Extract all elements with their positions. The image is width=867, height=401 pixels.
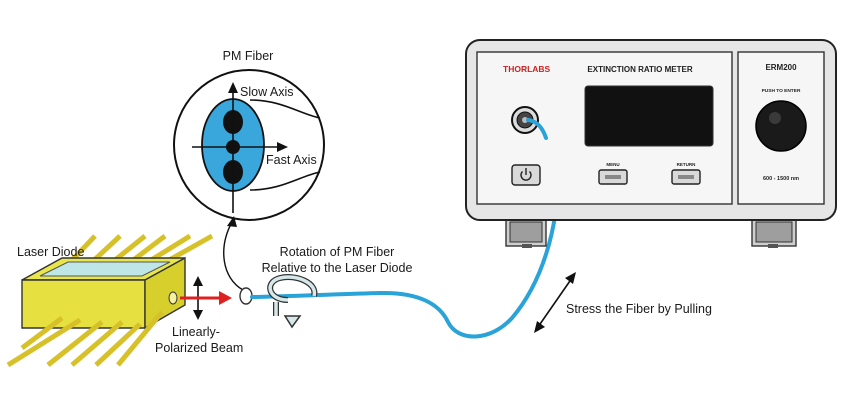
instrument-title: EXTINCTION RATIO METER — [587, 65, 692, 74]
brand-logo: THORLABS — [503, 64, 551, 74]
beam-label-line2: Polarized Beam — [155, 341, 243, 355]
fiber-outline-lower — [249, 171, 321, 191]
pm-fiber-cable-end — [526, 118, 548, 140]
pm-fiber-cross-section: PM Fiber Slow Axis Fast Axis — [173, 49, 325, 221]
laser-box-front — [21, 279, 146, 329]
laser-box-side — [144, 256, 186, 330]
control-knob[interactable] — [755, 100, 807, 152]
fast-axis-arrow — [277, 142, 288, 152]
magnifier-connector-arrowhead — [227, 216, 237, 227]
instrument-model: ERM200 — [765, 63, 797, 72]
menu-button-label: MENU — [606, 162, 619, 167]
beam-label-line1: Linearly- — [172, 325, 220, 339]
stress-arrow-head-bottom — [534, 321, 545, 333]
laser-aperture — [168, 291, 178, 305]
rotation-arrow — [267, 274, 318, 329]
rotation-label-line1: Rotation of PM Fiber — [280, 245, 395, 259]
knob-label: PUSH TO ENTER — [762, 88, 801, 94]
laser-window — [39, 261, 171, 277]
slow-axis-label: Slow Axis — [240, 85, 294, 99]
rotation-label-line2: Relative to the Laser Diode — [262, 261, 413, 275]
pm-fiber-label: PM Fiber — [223, 49, 274, 63]
laser-diode-label: Laser Diode — [17, 245, 84, 259]
fiber-end-face — [239, 287, 253, 305]
return-button-label: RETURN — [677, 162, 696, 167]
polarization-arrow-down — [193, 310, 203, 320]
laser-beam-arrowhead — [219, 291, 232, 305]
slow-axis-arrow — [228, 82, 238, 93]
laser-pins-front — [6, 310, 164, 368]
fiber-outline-upper — [249, 99, 321, 119]
stress-label: Stress the Fiber by Pulling — [566, 302, 712, 316]
stress-arrow-head-top — [565, 272, 576, 284]
erm200-instrument: THORLABS EXTINCTION RATIO METER ERM200 M… — [465, 39, 837, 248]
wavelength-range: 600 - 1500 nm — [763, 176, 799, 182]
fast-axis-label: Fast Axis — [266, 153, 317, 167]
magnifier-connector-arrow — [223, 221, 244, 291]
stress-arrow-line — [537, 277, 573, 328]
polarization-arrow-up — [193, 276, 203, 286]
laser-diode: Laser Diode — [6, 233, 214, 368]
instrument-display — [584, 85, 714, 147]
power-icon — [520, 168, 532, 181]
